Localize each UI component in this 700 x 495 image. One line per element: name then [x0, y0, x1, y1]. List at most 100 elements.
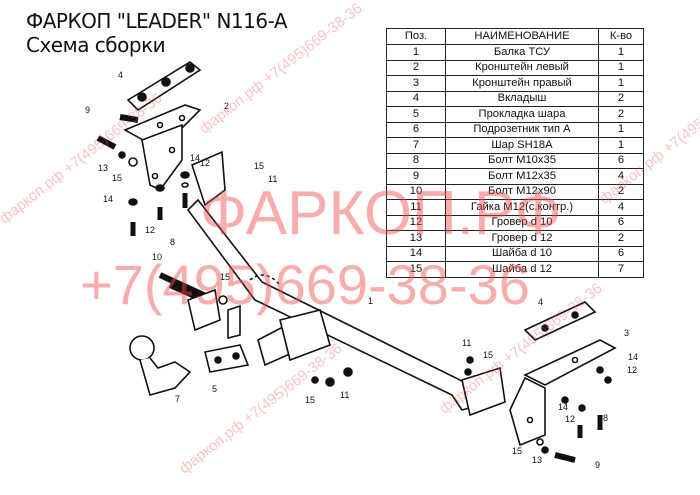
- cell-qty: 1: [598, 44, 644, 61]
- cell-name: Болт М10х35: [445, 152, 599, 169]
- bracket-right: [509, 339, 617, 447]
- cell-qty: 6: [598, 214, 644, 231]
- cell-name: Шайба d 10: [445, 245, 599, 262]
- callout: 4: [538, 297, 544, 307]
- cell-pos: 15: [386, 261, 446, 278]
- callout: 15: [112, 173, 123, 183]
- tow-ball: [129, 335, 192, 396]
- callout: 10: [152, 252, 163, 262]
- callout: 12: [565, 414, 576, 424]
- cell-name: Шайба d 12: [445, 261, 599, 278]
- callout: 8: [603, 413, 609, 423]
- cell-pos: 2: [386, 59, 446, 76]
- callout: 8: [170, 237, 176, 247]
- callout: 2: [224, 101, 230, 111]
- callout: 14: [558, 402, 569, 412]
- cell-pos: 6: [386, 121, 446, 138]
- cell-pos: 7: [386, 137, 446, 154]
- callout: 11: [340, 390, 350, 400]
- cell-name: Балка ТСУ: [445, 44, 599, 61]
- cell-pos: 4: [386, 90, 446, 107]
- callout: 9: [85, 105, 91, 115]
- cell-pos: 13: [386, 230, 446, 247]
- callout: 12: [200, 158, 211, 168]
- cell-pos: 10: [386, 183, 446, 200]
- bolts-9: [96, 114, 139, 167]
- cell-pos: 8: [386, 152, 446, 169]
- cell-qty: 1: [598, 75, 644, 92]
- cell-name: Вкладыш: [445, 90, 599, 107]
- callout: 7: [175, 394, 181, 404]
- bracket-left: [123, 104, 202, 192]
- insert-left: [126, 61, 202, 112]
- nuts-middle: [311, 356, 474, 387]
- callout: 1: [368, 296, 374, 306]
- cell-pos: 9: [386, 168, 446, 185]
- callout: 15: [305, 395, 316, 405]
- bolts-8-left: [128, 171, 190, 236]
- column-header-name: НАИМЕНОВАНИЕ: [445, 28, 599, 45]
- callout: 15: [220, 272, 231, 282]
- callout: 11: [462, 338, 472, 348]
- column-header-qty: К-во: [598, 28, 644, 45]
- page-title: ФАРКОП "LEADER" N116-A: [26, 9, 288, 33]
- page-subtitle: Схема сборки: [26, 33, 166, 57]
- cell-pos: 12: [386, 214, 446, 231]
- cell-qty: 1: [598, 137, 644, 154]
- cell-name: Кронштейн левый: [445, 59, 599, 76]
- cell-pos: 3: [386, 75, 446, 92]
- socket-plate: [187, 288, 241, 340]
- cell-qty: 2: [598, 106, 644, 123]
- cell-name: Болт М12х90: [445, 183, 599, 200]
- cell-qty: 1: [598, 121, 644, 138]
- cell-pos: 5: [386, 106, 446, 123]
- cell-qty: 4: [598, 168, 644, 185]
- cell-qty: 1: [598, 59, 644, 76]
- callout: 3: [624, 328, 630, 338]
- callout: 5: [212, 384, 218, 394]
- callout: 14: [190, 153, 201, 163]
- callout: 13: [532, 455, 543, 465]
- tow-beam: [186, 150, 506, 417]
- cell-name: Болт М12х35: [445, 168, 599, 185]
- column-header-pos: Поз.: [386, 28, 446, 45]
- callout: 15: [254, 161, 265, 171]
- cell-name: Гровер d 12: [445, 230, 599, 247]
- callout: 12: [145, 225, 156, 235]
- ball-shims: [204, 309, 331, 373]
- table-header-row: Поз. НАИМЕНОВАНИЕ К-во: [386, 28, 644, 45]
- cell-qty: 2: [598, 230, 644, 247]
- bolts-right: [536, 366, 612, 463]
- callout: 15: [483, 350, 494, 360]
- cell-pos: 11: [386, 199, 446, 216]
- callout: 9: [595, 460, 601, 470]
- cell-qty: 2: [598, 183, 644, 200]
- cell-pos: 1: [386, 44, 446, 61]
- cell-qty: 4: [598, 199, 644, 216]
- cell-pos: 14: [386, 245, 446, 262]
- cell-qty: 2: [598, 90, 644, 107]
- cell-name: Шар SH18A: [445, 137, 599, 154]
- cell-name: Гайка М12(с.контр.): [445, 199, 599, 216]
- callout: 15: [512, 446, 523, 456]
- cell-qty: 6: [598, 152, 644, 169]
- insert-right: [523, 301, 597, 341]
- callout: 13: [98, 163, 109, 173]
- callout: 11: [268, 174, 278, 184]
